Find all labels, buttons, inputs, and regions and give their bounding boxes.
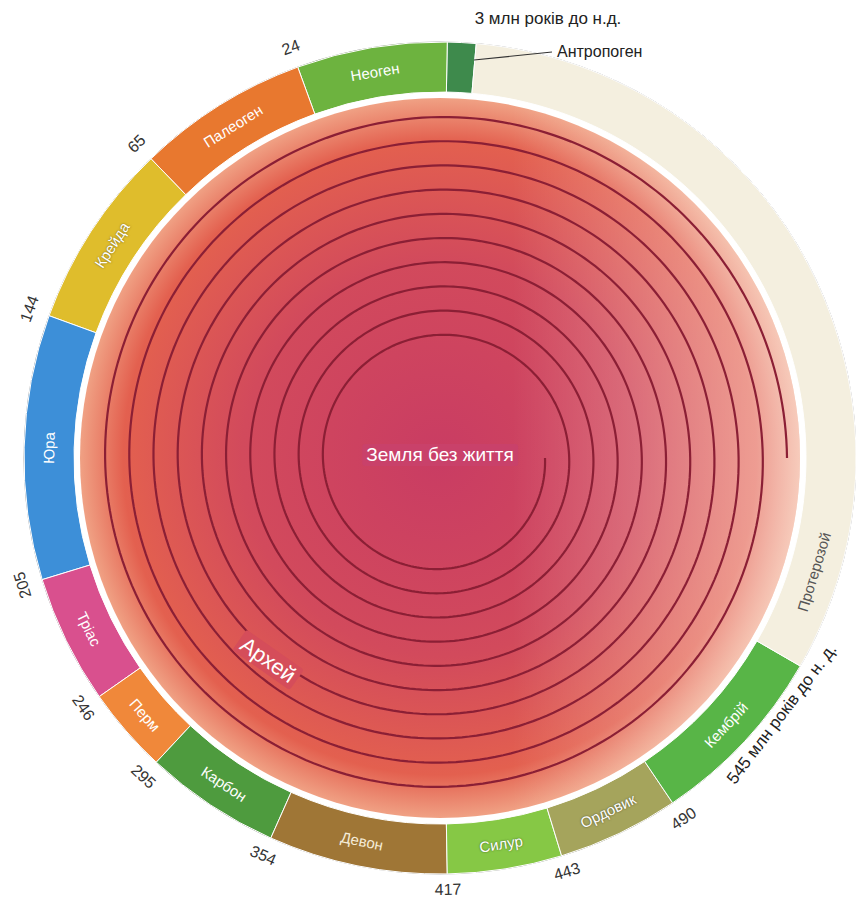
period-name: Антропоген — [557, 43, 642, 61]
period-name: Перм — [126, 695, 164, 735]
period-name: Протерозой — [794, 531, 835, 615]
age-note: 3 млн років до н.д. — [475, 9, 622, 29]
period-ring — [24, 42, 856, 874]
period-band-label: Девон — [339, 828, 385, 853]
period-name: Кембрій — [701, 698, 752, 751]
center-caption: Земля без життя — [362, 444, 518, 466]
period-band-label: Тріас — [73, 610, 104, 650]
age-number: 246 — [68, 692, 98, 724]
period-name: Архей — [235, 632, 300, 688]
period-name: Палеоген — [200, 102, 265, 152]
disk-fade — [80, 98, 800, 818]
period-name: Силур — [478, 832, 524, 856]
period-name: Девон — [339, 828, 385, 853]
period-band-label: Крейда — [91, 219, 133, 271]
period-band-label: Неоген — [350, 60, 401, 85]
period-band-label: Антропоген — [557, 43, 642, 61]
period-name: Крейда — [91, 219, 133, 271]
archean-disk — [80, 98, 800, 818]
time-spiral — [105, 117, 787, 787]
age-number: 417 — [434, 880, 461, 899]
period-band — [49, 159, 186, 333]
period-band — [42, 565, 140, 697]
period-band — [156, 726, 291, 838]
period-band — [298, 42, 448, 114]
period-band-label: Протерозой — [794, 531, 835, 615]
age-number: 144 — [17, 293, 43, 324]
age-number: 490 — [668, 804, 700, 834]
period-band-label: Карбон — [198, 763, 250, 805]
period-band — [151, 67, 315, 195]
spiral-line — [105, 117, 787, 787]
period-band — [24, 316, 96, 580]
period-band — [271, 792, 447, 874]
period-band — [472, 44, 856, 666]
eon-disk: Архей — [232, 630, 304, 691]
period-band-label: Силур — [478, 832, 524, 856]
period-name: Неоген — [350, 60, 401, 85]
age-number: 295 — [127, 761, 159, 793]
age-number: 65 — [124, 132, 150, 158]
period-name: Юра — [40, 432, 58, 464]
period-band-label: Кембрій — [701, 698, 752, 751]
period-band-label: Перм — [126, 695, 164, 735]
leader-line — [474, 52, 552, 60]
wheel-outline — [24, 42, 856, 874]
period-band — [446, 42, 476, 93]
age-number: 205 — [10, 570, 35, 601]
period-band — [446, 808, 561, 874]
period-name: Тріас — [73, 610, 104, 650]
period-name: Ордовик — [578, 790, 639, 831]
period-name: Карбон — [198, 763, 250, 805]
age-number: 24 — [279, 37, 302, 60]
age-number: 354 — [247, 842, 279, 870]
age-number: 443 — [551, 859, 582, 884]
period-band-label: Юра — [40, 432, 58, 464]
period-band-label: Палеоген — [200, 102, 265, 152]
period-band-label: Ордовик — [578, 790, 639, 831]
